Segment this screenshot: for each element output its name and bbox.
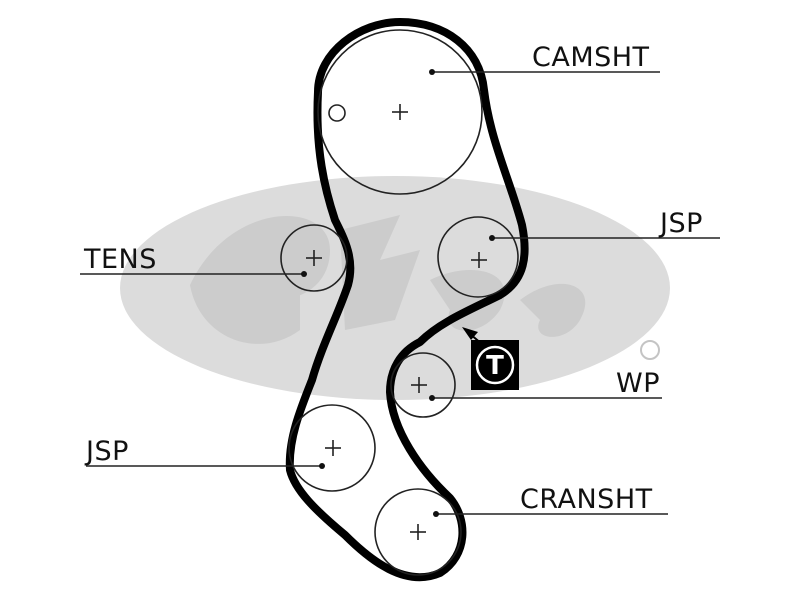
label-jsp-lower: JSP [84,436,129,467]
label-water-pump: WP [616,368,660,399]
label-camshaft: CAMSHT [532,42,650,73]
camshaft-pulley [317,29,483,195]
jsp-lower-pulley [288,404,376,492]
leader-lines [80,69,720,517]
timing-mark-arrow [462,327,478,340]
label-crankshaft: CRANSHT [520,484,653,515]
timing-mark-letter: T [486,351,504,381]
timing-hole [328,104,346,122]
jsp-upper-pulley [437,216,519,298]
timing-mark: T [462,327,519,390]
crankshaft-pulley [374,488,462,576]
label-jsp-upper: JSP [658,208,703,239]
water-pump-pulley [390,352,456,418]
timing-belt [285,18,529,582]
tensioner-pulley [280,224,348,292]
label-tensioner: TENS [83,244,157,275]
